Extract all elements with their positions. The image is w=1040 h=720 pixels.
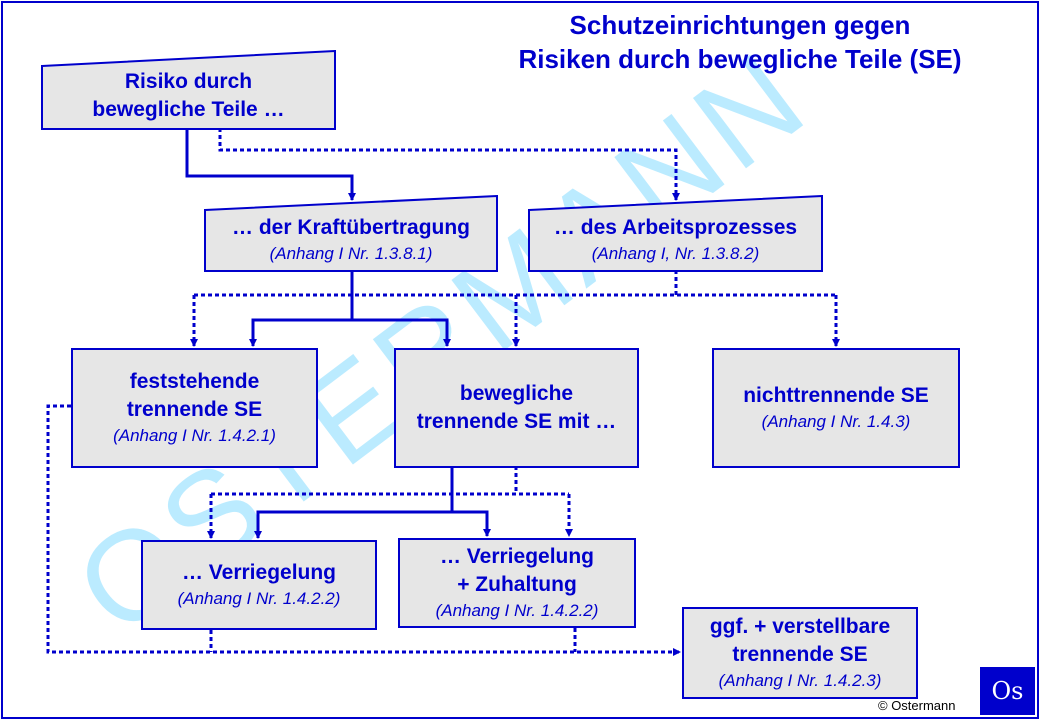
node-fixed-guard: feststehende trennende SE (Anhang I Nr. … [71, 348, 318, 468]
node-interlock-ref: (Anhang I Nr. 1.4.2.2) [177, 589, 341, 608]
node-movable-line-1: bewegliche [459, 382, 574, 405]
node-interlock-guard-line-2: + Zuhaltung [457, 573, 577, 596]
node-process-shape [528, 195, 823, 272]
connector-root-to-process [218, 128, 680, 201]
node-interlock-guard-ref: (Anhang I Nr. 1.4.2.2) [435, 601, 599, 620]
node-adjustable-guard: ggf. + verstellbare trennende SE (Anhang… [682, 607, 918, 699]
logo: Os [980, 667, 1035, 715]
connector-root-to-power [185, 128, 356, 201]
node-process-ref: (Anhang I, Nr. 1.3.8.2) [591, 243, 760, 263]
node-root-line-2: bewegliche Teile … [92, 98, 285, 121]
title-line-2: Risiken durch bewegliche Teile (SE) [518, 44, 962, 74]
connector-movable-to-interlock-guard [452, 510, 491, 537]
node-power-shape [204, 195, 498, 272]
node-nonsep-ref: (Anhang I Nr. 1.4.3) [761, 412, 911, 431]
node-interlock-with-guard-locking: … Verriegelung + Zuhaltung (Anhang I Nr.… [398, 538, 636, 628]
node-root-line-1: Risiko durch [124, 70, 253, 93]
connector-power-to-fixed [249, 318, 352, 347]
node-process-label: … des Arbeitsprozesses [553, 215, 798, 239]
connector-power-to-movable [352, 318, 451, 347]
node-interlock: … Verriegelung (Anhang I Nr. 1.4.2.2) [141, 540, 377, 630]
node-interlock-guard-line-1: … Verriegelung [439, 545, 595, 568]
node-nonsep-label: nichttrennende SE [743, 384, 929, 407]
connector-movable-to-interlock [254, 510, 452, 539]
node-power-label: … der Kraftübertragung [231, 215, 470, 239]
node-movable-line-2: trennende SE mit … [416, 410, 617, 433]
node-interlock-label: … Verriegelung [181, 561, 337, 584]
node-root-risk: Risiko durch bewegliche Teile … [41, 50, 336, 130]
node-power-ref: (Anhang I Nr. 1.3.8.1) [269, 243, 433, 263]
title-line-1: Schutzeinrichtungen gegen [569, 10, 911, 40]
node-fixed-ref: (Anhang I Nr. 1.4.2.1) [113, 426, 276, 445]
node-fixed-line-2: trennende SE [126, 398, 263, 421]
connector-fixed-to-adjustable [46, 404, 681, 656]
node-root-shape [41, 50, 336, 130]
node-adjustable-line-2: trennende SE [732, 643, 868, 666]
node-power-transmission: … der Kraftübertragung (Anhang I Nr. 1.3… [204, 195, 498, 272]
node-adjustable-line-1: ggf. + verstellbare [709, 615, 891, 638]
node-movable-guard: bewegliche trennende SE mit … [394, 348, 639, 468]
node-work-process: … des Arbeitsprozesses (Anhang I, Nr. 1.… [528, 195, 823, 272]
logo-text: Os [991, 677, 1024, 705]
node-fixed-line-1: feststehende [129, 370, 260, 393]
node-non-separating-guard: nichttrennende SE (Anhang I Nr. 1.4.3) [712, 348, 960, 468]
copyright-notice: © Ostermann [878, 698, 956, 713]
slide-title: Schutzeinrichtungen gegen Risiken durch … [440, 8, 1040, 76]
node-adjustable-ref: (Anhang I Nr. 1.4.2.3) [718, 671, 882, 690]
